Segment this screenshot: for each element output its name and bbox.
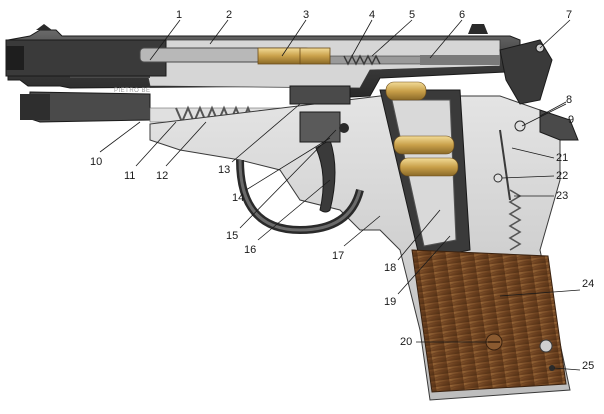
callout-12: 12 <box>156 170 169 182</box>
magazine <box>379 81 522 261</box>
leader-16 <box>257 179 331 241</box>
callout-17: 17 <box>332 250 345 262</box>
leader-13 <box>231 103 301 163</box>
leader-1 <box>149 19 181 61</box>
callout-15: 15 <box>226 230 239 242</box>
callout-2: 2 <box>226 9 233 21</box>
callout-13: 13 <box>218 164 231 176</box>
callout-20: 20 <box>400 336 413 348</box>
leader-9 <box>521 103 567 127</box>
callout-24: 24 <box>582 278 595 290</box>
callout-22: 22 <box>556 170 569 182</box>
callout-11: 11 <box>124 170 136 182</box>
callout-7: 7 <box>566 9 573 21</box>
chambered-cartridge <box>257 47 331 65</box>
callout-5: 5 <box>409 9 416 21</box>
leader-17 <box>343 215 381 247</box>
leader-3 <box>281 19 307 57</box>
firing-pin-assembly <box>329 54 501 66</box>
callout-6: 6 <box>459 9 466 21</box>
leader-10 <box>99 121 141 153</box>
leader-lines <box>99 19 581 371</box>
callout-10: 10 <box>90 156 103 168</box>
leader-14 <box>245 137 331 191</box>
leader-22 <box>501 175 555 179</box>
callout-14: 14 <box>232 192 245 204</box>
leader-25 <box>553 367 581 371</box>
callout-16: 16 <box>244 244 257 256</box>
barrel <box>5 39 311 123</box>
callout-8: 8 <box>566 94 573 106</box>
callout-18: 18 <box>384 262 397 274</box>
leader-19 <box>397 235 451 295</box>
leader-24 <box>499 289 581 297</box>
callout-25: 25 <box>582 360 595 372</box>
leader-18 <box>397 209 441 261</box>
callout-4: 4 <box>369 9 376 21</box>
callout-21: 21 <box>556 152 569 164</box>
callout-9: 9 <box>568 114 575 126</box>
leader-7 <box>539 19 571 49</box>
callout-19: 19 <box>384 296 397 308</box>
slide-stamp: PIETRO BE <box>114 88 151 94</box>
leader-5 <box>371 19 413 57</box>
hammer-mechanism <box>493 39 579 201</box>
leader-6 <box>429 19 463 59</box>
callout-23: 23 <box>556 190 569 202</box>
callout-3: 3 <box>303 9 310 21</box>
wooden-grip <box>411 249 567 393</box>
callout-1: 1 <box>176 9 183 21</box>
leader-2 <box>209 19 229 45</box>
leader-21 <box>511 147 555 159</box>
leader-11 <box>135 121 177 167</box>
leader-4 <box>351 19 373 57</box>
leader-15 <box>239 129 337 229</box>
magazine-cartridges <box>385 81 459 177</box>
leader-12 <box>165 121 207 167</box>
leader-8 <box>539 101 567 117</box>
